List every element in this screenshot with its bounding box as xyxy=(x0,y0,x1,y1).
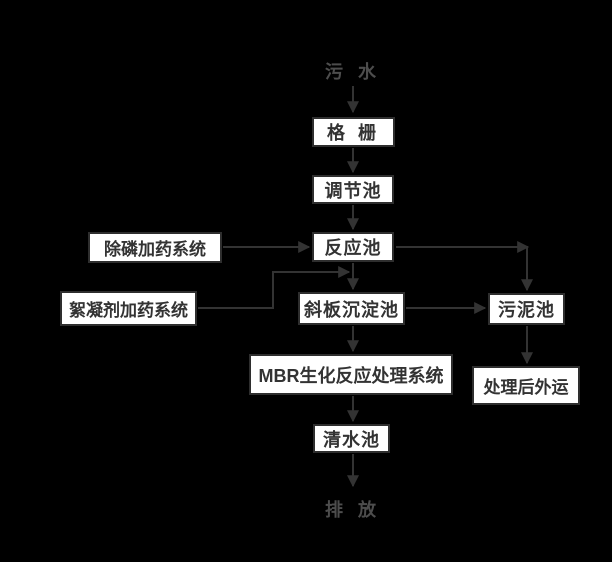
node-inclined-plate-sedimentation-tank-label: 斜板沉淀池 xyxy=(304,299,399,320)
edge-flocculant-inclined xyxy=(198,266,351,309)
node-phosphorus-dosing-system: 除磷加药系统 xyxy=(88,232,222,263)
node-regulation-tank: 调节池 xyxy=(312,175,394,204)
label-effluent: 排 放 xyxy=(313,496,393,522)
node-sludge-tank: 污泥池 xyxy=(488,293,565,325)
node-inclined-plate-sedimentation-tank: 斜板沉淀池 xyxy=(298,292,405,325)
node-transport-after-treatment-label: 处理后外运 xyxy=(483,378,569,397)
label-effluent-text: 排 放 xyxy=(324,500,381,520)
node-reaction-tank: 反应池 xyxy=(312,232,394,262)
node-phosphorus-dosing-system-label: 除磷加药系统 xyxy=(104,240,206,259)
node-reaction-tank-label: 反应池 xyxy=(324,238,382,258)
node-mbr-biochemical-treatment-system-label: MBR生化反应处理系统 xyxy=(258,365,444,386)
label-influent: 污 水 xyxy=(313,58,393,84)
node-clear-water-tank-label: 清水池 xyxy=(323,429,380,450)
node-flocculant-dosing-system-label: 絮凝剂加药系统 xyxy=(69,301,188,320)
node-transport-after-treatment: 处理后外运 xyxy=(472,366,580,405)
label-influent-text: 污 水 xyxy=(324,62,381,82)
node-grid-label: 格 栅 xyxy=(326,123,380,143)
node-sludge-tank-label: 污泥池 xyxy=(498,300,555,320)
node-grid: 格 栅 xyxy=(312,117,395,147)
node-flocculant-dosing-system: 絮凝剂加药系统 xyxy=(60,291,197,326)
node-mbr-biochemical-treatment-system: MBR生化反应处理系统 xyxy=(249,354,453,395)
node-clear-water-tank: 清水池 xyxy=(313,424,390,453)
node-regulation-tank-label: 调节池 xyxy=(324,180,382,201)
